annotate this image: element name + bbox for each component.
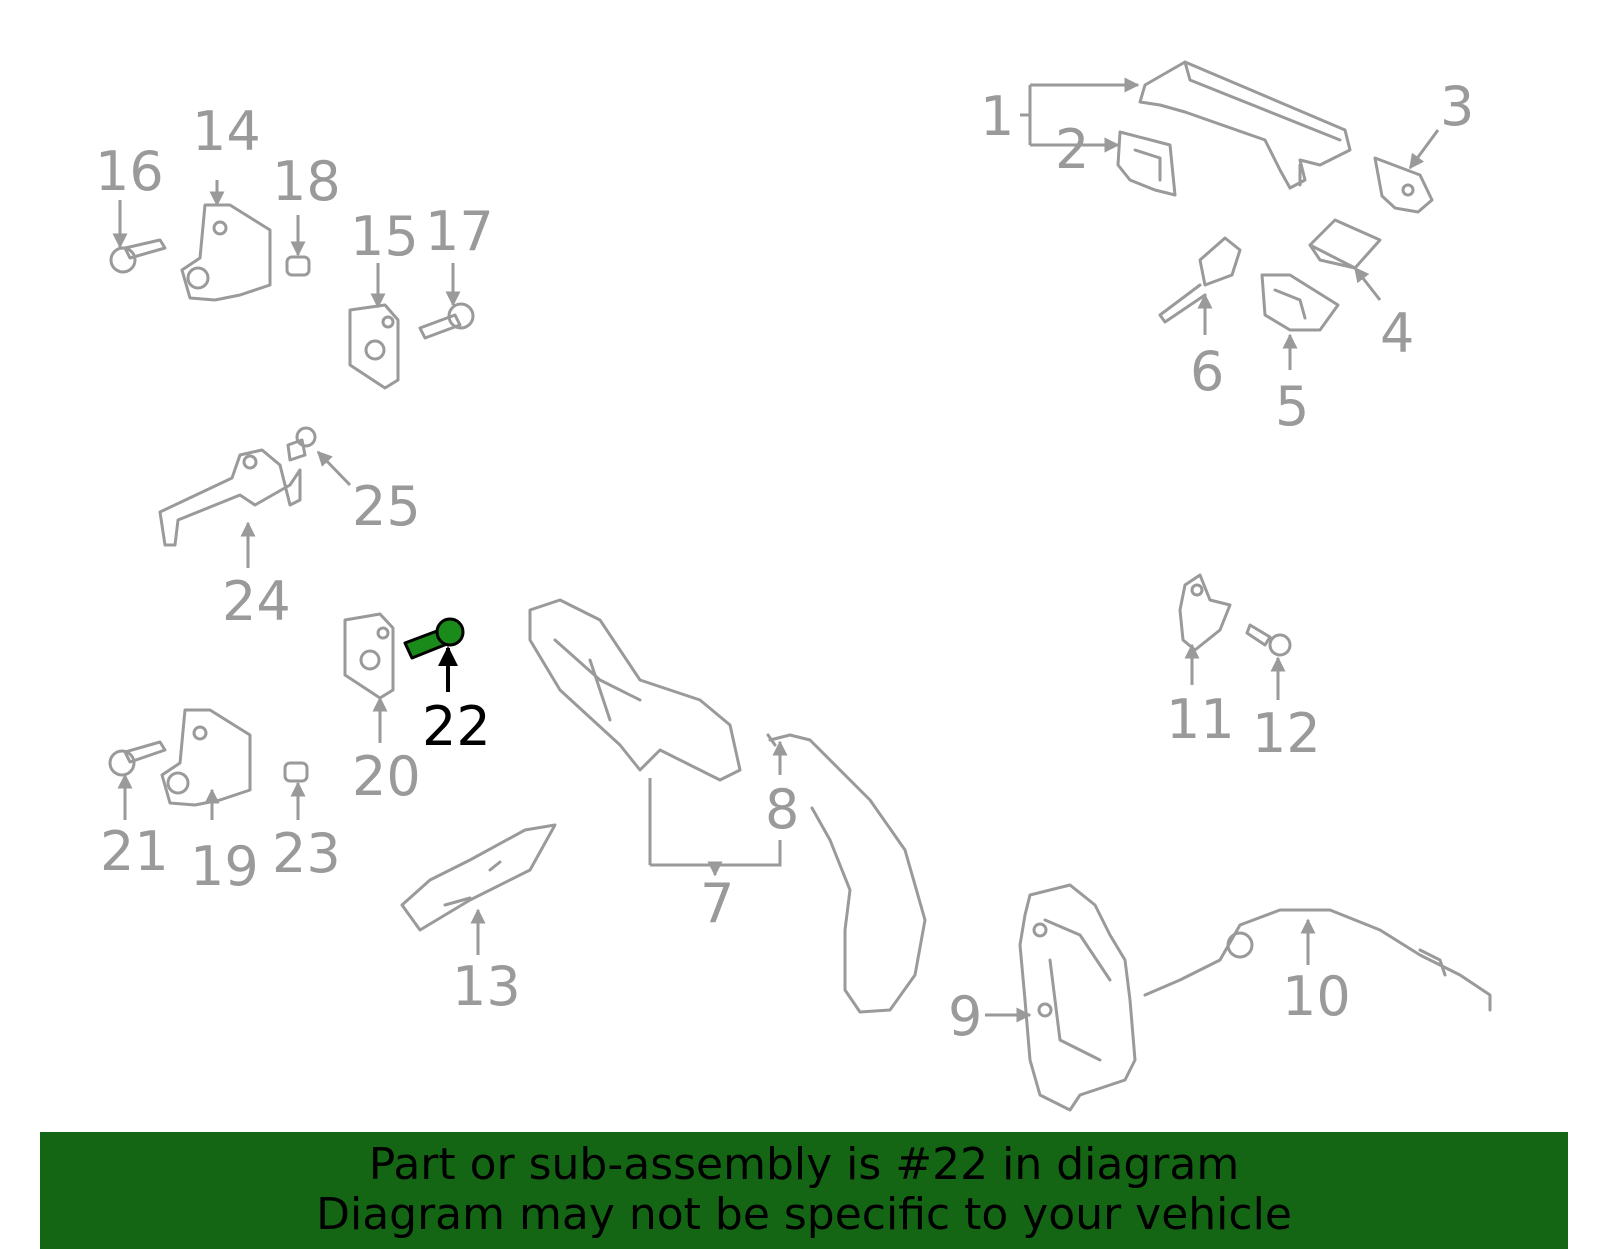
part-25-screw[interactable] [286,426,317,462]
part-7-handle-carrier[interactable] [528,598,742,782]
label-16: 16 [95,140,164,203]
leader-lines [112,85,1440,1023]
part-11-striker-plate[interactable] [1178,573,1232,652]
label-2: 2 [1055,118,1089,181]
part-18-bushing[interactable] [285,255,311,277]
label-20: 20 [352,745,421,808]
label-23: 23 [272,822,341,885]
label-11: 11 [1166,688,1235,751]
label-6: 6 [1190,340,1224,403]
label-24: 24 [222,570,291,633]
part-14-hinge[interactable] [180,203,272,302]
label-17: 17 [425,200,494,263]
label-13: 13 [452,955,521,1018]
part-1-door-handle[interactable] [1138,60,1352,190]
part-20-bracket[interactable] [343,612,395,700]
banner-line-1: Part or sub-assembly is #22 in diagram [368,1139,1240,1190]
part-17-bolt[interactable] [418,302,475,340]
label-10: 10 [1282,965,1351,1028]
label-22-highlighted: 22 [422,695,491,758]
part-4-gasket[interactable] [1308,218,1382,270]
part-21-bolt[interactable] [108,740,167,777]
part-5-pad[interactable] [1260,273,1340,332]
part-12-screw[interactable] [1245,623,1292,657]
part-9-latch[interactable] [1018,883,1137,1112]
label-14: 14 [192,100,261,163]
label-25: 25 [352,475,421,538]
label-3: 3 [1440,75,1474,138]
info-banner: Part or sub-assembly is #22 in diagram D… [40,1132,1568,1249]
label-7: 7 [700,872,734,935]
part-19-hinge[interactable] [160,708,252,807]
label-9: 9 [948,985,982,1048]
part-24-check-arm[interactable] [158,448,302,547]
part-3-bezel[interactable] [1373,156,1434,214]
part-8-cable[interactable] [766,733,927,1014]
callout-labels: 1 2 3 4 5 6 7 8 9 10 11 12 13 14 15 16 1… [95,75,1474,1048]
label-18: 18 [272,150,341,213]
part-13-trim[interactable] [400,823,557,932]
label-4: 4 [1380,302,1414,365]
banner-line-2: Diagram may not be specific to your vehi… [316,1189,1292,1240]
label-19: 19 [190,835,259,898]
label-15: 15 [350,205,419,268]
label-5: 5 [1275,375,1309,438]
label-12: 12 [1252,702,1321,765]
part-10-cable[interactable] [1143,908,1492,1012]
part-15-bracket[interactable] [348,303,400,390]
label-8: 8 [765,778,799,841]
part-2-handle-cap[interactable] [1116,130,1177,197]
part-6-lock-cylinder[interactable] [1158,236,1242,324]
label-21: 21 [100,820,169,883]
label-1: 1 [980,85,1014,148]
part-23-bushing[interactable] [283,761,309,783]
part-22-bolt-highlighted[interactable] [403,617,465,660]
